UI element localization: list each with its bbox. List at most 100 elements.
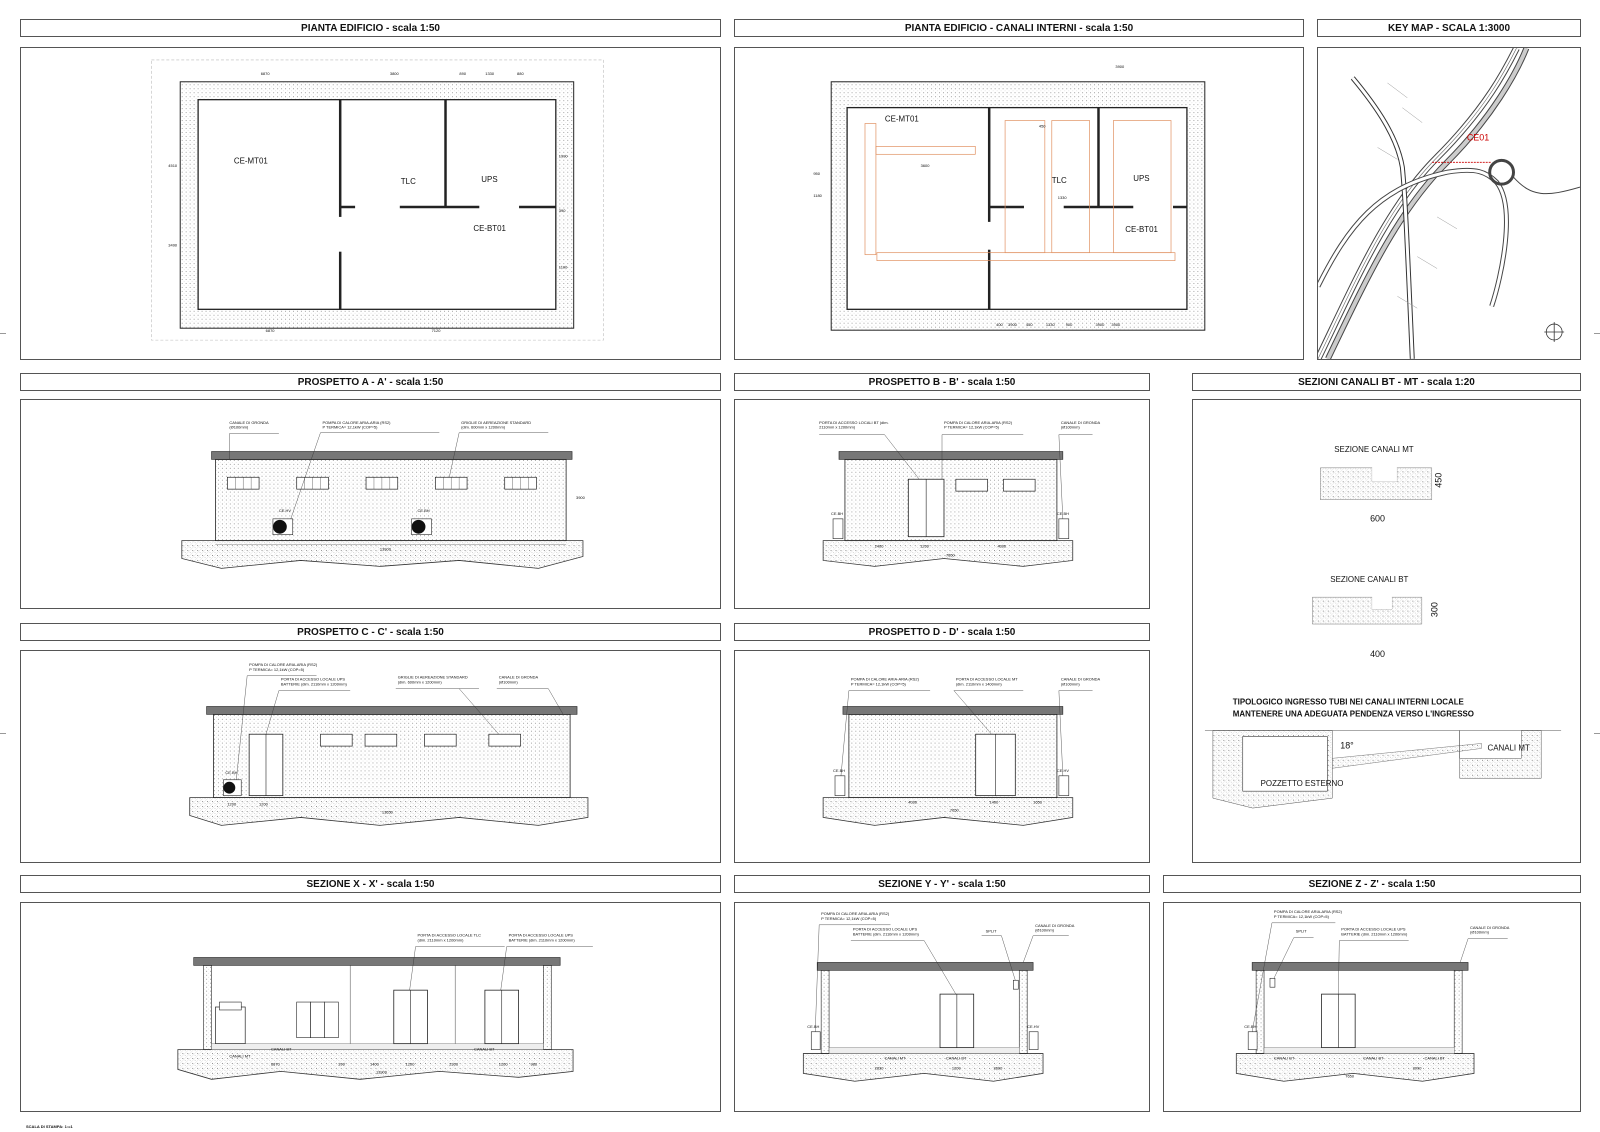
- pd-unit-label: CE.BH: [833, 768, 845, 773]
- sy-dim: 2830: [875, 1065, 885, 1070]
- panel-sezioni-canali: SEZIONE CANALI MT 600 450 SEZIONE CANALI…: [1192, 399, 1581, 863]
- canali-dim: 950: [813, 171, 820, 176]
- plan-dim: 1990: [559, 153, 569, 158]
- crop-mark: [0, 333, 6, 334]
- panel-prospetto-c: CE.BH POMPA DI CALORE ARIA-ARIA (RS2) P …: [20, 650, 721, 863]
- pb-note: 2110mm x 1200mm): [819, 425, 856, 430]
- pa-note: P TERMICA= 12,1kW (COP=5): [322, 425, 378, 430]
- pc-note: P TERMICA= 12,1kW (COP=5): [249, 667, 305, 672]
- pb-note: (Ø100mm): [1061, 425, 1081, 430]
- pa-note: (dim. 600mm x 1200mm): [461, 425, 506, 430]
- pa-note: (Ø100mm): [229, 425, 249, 430]
- sy-note: POMPA DI CALORE ARIA-ARIA (RS2): [821, 911, 890, 916]
- pb-note: CANALE DI GRONDA: [1061, 420, 1101, 425]
- sy-note: BATTERIE (dim. 2110mm x 1200mm): [853, 932, 920, 937]
- pc-note: CANALE DI GRONDA: [499, 675, 539, 680]
- pa-height: 3900: [576, 495, 586, 500]
- sz-canali-label: CANALI BT: [1274, 1055, 1295, 1060]
- sx-note: (dim. 2110mm x 1200mm): [418, 938, 465, 943]
- crop-mark: [1594, 733, 1600, 734]
- sy-canali-label: CANALI BT: [946, 1055, 967, 1060]
- pc-dim: 1200: [227, 802, 237, 807]
- pb-dim: 2400: [875, 544, 885, 549]
- header-keymap: KEY MAP - SCALA 1:3000: [1317, 19, 1581, 37]
- header-sezione-y: SEZIONE Y - Y' - scala 1:50: [734, 875, 1150, 893]
- pd-note: (dim. 2110mm x 1400mm): [956, 682, 1003, 687]
- sy-note: SPLIT: [986, 929, 998, 934]
- prospetto-a-drawing: CE.HV CE.BH CANALE DI GRONDA (Ø100mm) PO…: [181, 420, 586, 569]
- header-sezioni-canali: SEZIONI CANALI BT - MT - scala 1:20: [1192, 373, 1581, 391]
- crop-mark: [1594, 333, 1600, 334]
- panel-sezione-z: CE.BH POMPA DI CALORE ARIA-ARIA (RS2) P …: [1163, 902, 1581, 1112]
- canali-room-ce-bt01: CE-BT01: [1125, 225, 1158, 234]
- sx-dim: 1400: [370, 1061, 380, 1066]
- crop-mark: [0, 733, 6, 734]
- sx-note: PORTA DI ACCESSO LOCALE UPS: [509, 933, 574, 938]
- sez-bt-width: 400: [1370, 649, 1385, 659]
- canali-dim: 1330: [1058, 195, 1068, 200]
- plan-dim: 1330: [485, 71, 495, 76]
- pb-dim: 7650: [946, 552, 956, 557]
- canali-dim: 3900: [1115, 64, 1125, 69]
- sy-unit-label: CE.HV: [1027, 1024, 1039, 1029]
- canali-plan-drawing: CE-MT01 TLC UPS CE-BT01 3900 1330 3600 4…: [813, 64, 1206, 331]
- sz-note: PORTA DI ACCESSO LOCALE UPS: [1341, 927, 1406, 932]
- pc-unit-label: CE.BH: [225, 770, 237, 775]
- pc-note: (Ø100mm): [499, 680, 519, 685]
- pd-dim: 7650: [950, 807, 960, 812]
- sy-canali-label: CANALI MT: [885, 1055, 907, 1060]
- pb-unit-label: CE.BH: [831, 511, 843, 516]
- sy-unit-label: CE.BH: [807, 1024, 819, 1029]
- sx-dim: 1200: [499, 1061, 509, 1066]
- sy-note: (Ø100mm): [1035, 928, 1055, 933]
- canali-dim: 3900: [1096, 322, 1106, 327]
- sz-dim: 3990: [1413, 1065, 1423, 1070]
- plan-dim: 6870: [261, 71, 271, 76]
- prospetto-c-drawing: CE.BH POMPA DI CALORE ARIA-ARIA (RS2) P …: [189, 662, 589, 826]
- sez-mt-width: 600: [1370, 514, 1385, 524]
- canali-room-ups: UPS: [1133, 174, 1149, 183]
- sx-canali-label: CANALI MT: [229, 1054, 251, 1059]
- pc-dim: 1200: [259, 802, 269, 807]
- sx-canali-label: CANALI BT: [474, 1047, 495, 1052]
- sx-dim: 390: [338, 1061, 345, 1066]
- pd-note: (Ø100mm): [1061, 682, 1081, 687]
- plan-dim: 3490: [168, 243, 178, 248]
- sz-dim: 7650: [1345, 1073, 1355, 1078]
- sz-canali-label: CANALI BT: [1424, 1055, 1445, 1060]
- sez-mt-height: 450: [1434, 473, 1444, 488]
- pd-unit-label: CE.HV: [1057, 768, 1069, 773]
- plan-dim: 4510: [168, 163, 178, 168]
- sx-dim: 13900: [376, 1069, 388, 1074]
- plan-dim: 1190: [559, 265, 568, 270]
- panel-prospetto-b: CE.BH CE.BH PORTA DI ACCESSO LOCALI BT (…: [734, 399, 1150, 609]
- panel-key-map: CE01: [1317, 47, 1581, 360]
- canali-dim: 1180: [813, 193, 822, 198]
- sez-bt-height: 300: [1430, 602, 1440, 617]
- pd-dim: 1400: [990, 800, 1000, 805]
- sy-note: CANALE DI GRONDA: [1035, 923, 1075, 928]
- pb-unit-label: CE.BH: [1057, 511, 1069, 516]
- pc-note: (dim. 600mm x 1200mm): [398, 680, 443, 685]
- pb-note: PORTA DI ACCESSO LOCALI BT (dim.: [819, 420, 888, 425]
- header-sezione-x: SEZIONE X - X' - scala 1:50: [20, 875, 721, 893]
- pb-dim: 1200: [920, 544, 930, 549]
- panel-canali-interni: CE-MT01 TLC UPS CE-BT01 3900 1330 3600 4…: [734, 47, 1304, 360]
- pc-dim: 13650: [382, 809, 394, 814]
- panel-prospetto-a: CE.HV CE.BH CANALE DI GRONDA (Ø100mm) PO…: [20, 399, 721, 609]
- sz-note: BATTERIE (dim. 2110mm x 1200mm): [1341, 932, 1408, 937]
- pd-note: P TERMICA= 12,1kW (COP=5): [851, 682, 907, 687]
- canali-dim: 1330: [1046, 322, 1056, 327]
- pd-dim: 1650: [1033, 800, 1043, 805]
- pd-note: POMPA DI CALORE ARIA-ARIA (RS2): [851, 677, 920, 682]
- pd-note: PORTA DI ACCESSO LOCALE MT: [956, 677, 1018, 682]
- plan-dim: 390: [559, 208, 566, 213]
- pc-note: PORTA DI ACCESSO LOCALE UPS: [281, 677, 346, 682]
- sy-dim: 1200: [952, 1065, 962, 1070]
- header-plan: PIANTA EDIFICIO - scala 1:50: [20, 19, 721, 37]
- pc-note: GRIGLIE DI AEREAZIONE STANDARD: [398, 675, 468, 680]
- sez-pozzetto: POZZETTO ESTERNO: [1261, 779, 1344, 788]
- sx-dim: 2300: [449, 1061, 459, 1066]
- canali-room-ce-mt01: CE-MT01: [885, 115, 920, 124]
- pc-note: BATTERIE (dim. 2110mm x 1200mm): [281, 682, 348, 687]
